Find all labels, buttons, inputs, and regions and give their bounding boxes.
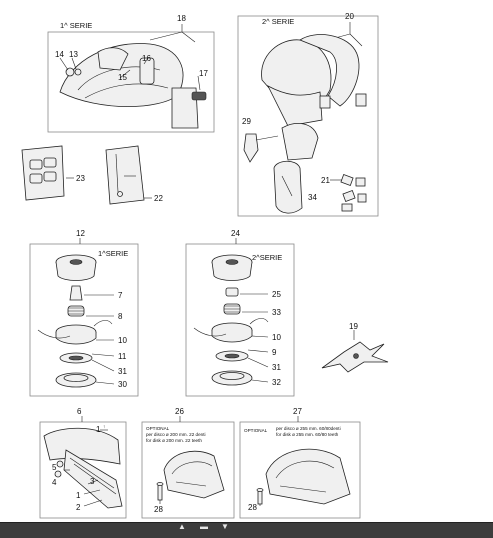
group-12-trimmer-head-1-serie: 12 1^SERIE 7 8 10 11 31 30 — [29, 229, 139, 397]
group-20-harness-2-serie: 20 2^ SERIE 29 21 34 — [237, 12, 379, 217]
part-1b: 1 — [76, 491, 81, 500]
part-10b: 10 — [272, 333, 281, 342]
callout-24: 24 — [231, 229, 240, 238]
group-22-bracket: 22 — [105, 145, 163, 205]
group-19-blade: 19 — [321, 322, 389, 373]
part-28b: 28 — [248, 503, 257, 512]
callout-18: 18 — [177, 14, 186, 23]
group-23-cover-plate: 23 — [21, 145, 85, 201]
note-27-en: for disk ø 255 mm. 60/80 teeth — [276, 432, 339, 437]
pdf-page-toolbar: ▲ ▬ ▼ — [0, 522, 493, 538]
group-6-guard: 6 1 ↑ 5 4 3 1 2 — [39, 407, 127, 519]
part-3: 3 — [90, 477, 95, 486]
note-26-it: per disco ø 200 mm. 22 denti — [146, 432, 206, 437]
callout-26: 26 — [175, 407, 184, 416]
chevron-down-icon: ▼ — [221, 522, 229, 531]
series-label-12: 1^SERIE — [98, 249, 128, 258]
part-31: 31 — [118, 367, 127, 376]
group-26-optional-guard-200: 26 OPTIONAL per disco ø 200 mm. 22 denti… — [141, 407, 235, 519]
callout-12: 12 — [76, 229, 85, 238]
group-24-trimmer-head-2-serie: 24 2^SERIE 25 33 10 9 31 32 — [185, 229, 295, 397]
menu-icon: ▬ — [200, 522, 208, 531]
part-11: 11 — [118, 352, 127, 361]
part-28a: 28 — [154, 505, 163, 514]
part-31b: 31 — [272, 363, 281, 372]
part-9: 9 — [272, 348, 277, 357]
chevron-up-icon: ▲ — [178, 522, 186, 531]
callout-27: 27 — [293, 407, 302, 416]
part-14: 14 — [55, 50, 64, 59]
group-18-harness-1-serie: 18 1^ SERIE 14 13 15 16 17 — [47, 14, 215, 133]
group-27-optional-guard-255: 27 OPTIONAL per disco ø 255 mm. 60/80den… — [239, 407, 361, 519]
part-5: 5 — [52, 463, 57, 472]
part-33: 33 — [272, 308, 281, 317]
part-13: 13 — [69, 50, 78, 59]
part-1a: 1 — [96, 425, 101, 434]
part-34: 34 — [308, 193, 317, 202]
page-down-button[interactable]: ▼ — [219, 523, 231, 538]
note-26-en: for disk ø 200 mm. 22 teeth — [146, 438, 202, 443]
part-7: 7 — [118, 291, 123, 300]
part-16: 16 — [142, 54, 151, 63]
note-27-it: per disco ø 255 mm. 60/80denti — [276, 426, 341, 431]
part-30: 30 — [118, 380, 127, 389]
callout-20: 20 — [345, 12, 354, 21]
guard-arrow: ↑ — [103, 424, 105, 429]
optional-label-27: OPTIONAL — [244, 428, 268, 433]
part-25: 25 — [272, 290, 281, 299]
callout-19: 19 — [349, 322, 358, 331]
optional-label-26: OPTIONAL — [146, 426, 170, 431]
part-32: 32 — [272, 378, 281, 387]
part-21: 21 — [321, 176, 330, 185]
series-label-20: 2^ SERIE — [262, 17, 294, 26]
part-17: 17 — [199, 69, 208, 78]
series-label-18: 1^ SERIE — [60, 21, 92, 30]
series-label-24: 2^SERIE — [252, 253, 282, 262]
callout-23: 23 — [76, 174, 85, 183]
callout-22: 22 — [154, 194, 163, 203]
part-4: 4 — [52, 478, 57, 487]
part-15: 15 — [118, 73, 127, 82]
part-2: 2 — [76, 503, 81, 512]
part-10: 10 — [118, 336, 127, 345]
exploded-parts-diagram: 18 1^ SERIE 14 13 15 16 17 20 2^ SERIE — [21, 12, 389, 519]
part-29: 29 — [242, 117, 251, 126]
part-8: 8 — [118, 312, 123, 321]
page-up-button[interactable]: ▲ — [176, 523, 188, 538]
callout-6: 6 — [77, 407, 82, 416]
page-menu-button[interactable]: ▬ — [196, 523, 212, 538]
